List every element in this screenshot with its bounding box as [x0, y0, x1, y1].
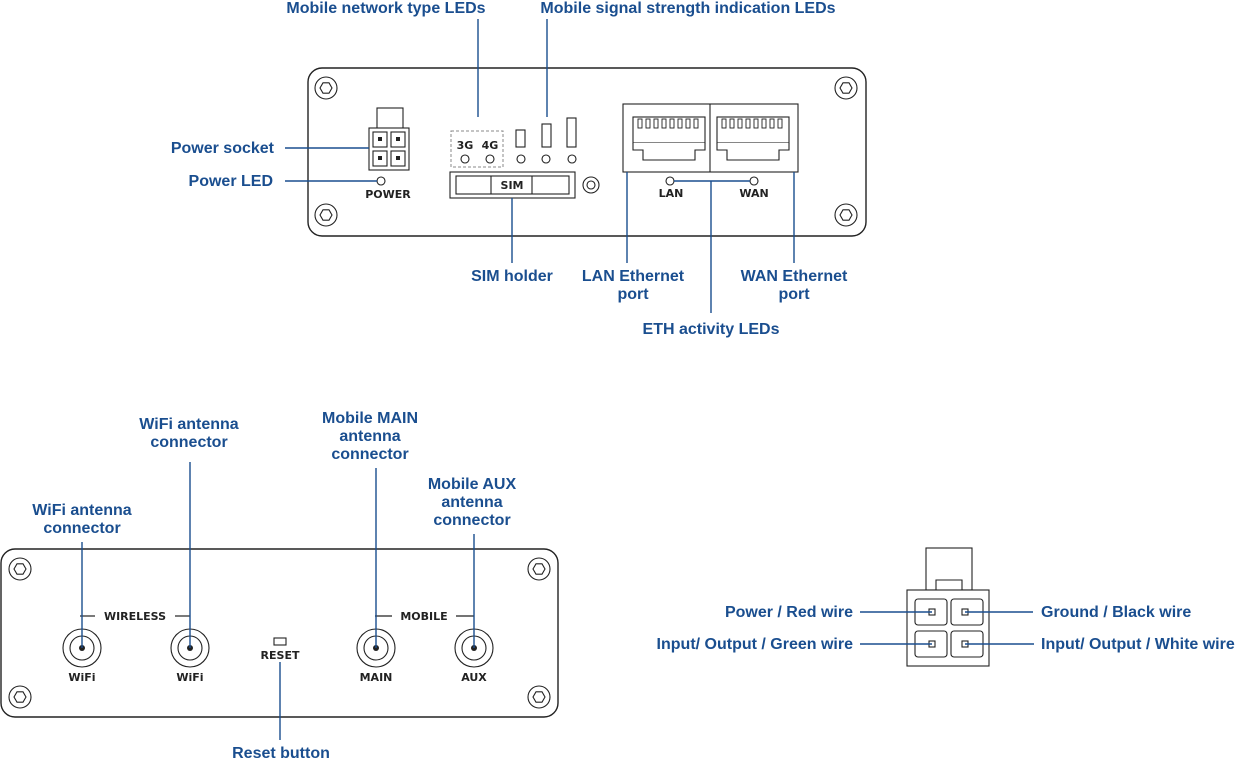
port-pin [769, 118, 775, 129]
callout-lan-port-line1: LAN Ethernet [582, 268, 685, 285]
network-type-led-group [450, 130, 504, 168]
power-socket-icon [368, 107, 410, 171]
front-leader-lines [285, 19, 795, 313]
port-pin [637, 118, 643, 129]
callout-aux-antenna-line3: connector [433, 512, 510, 529]
reset-device-label: RESET [261, 649, 300, 662]
callout-main-antenna-line1: Mobile MAIN [322, 410, 418, 427]
port-pin [661, 118, 667, 129]
port-pin [653, 118, 659, 129]
callout-aux-antenna-line1: Mobile AUX [428, 476, 517, 493]
back-screw-top-right [527, 557, 551, 581]
main-device-label: MAIN [360, 671, 393, 684]
led-3g [460, 154, 470, 164]
aux-device-label: AUX [461, 671, 487, 684]
callout-io-green: Input/ Output / Green wire [657, 636, 854, 653]
mobile-group-label: MOBILE [400, 610, 447, 623]
lan-port-pins [637, 118, 699, 129]
signal-strength-leds [515, 117, 577, 164]
callout-io-white: Input/ Output / White wire [1041, 636, 1235, 653]
port-pin [777, 118, 783, 129]
port-pin [645, 118, 651, 129]
back-screw-bottom-left [8, 685, 32, 709]
wan-device-label: WAN [739, 187, 768, 200]
callout-reset-button: Reset button [232, 745, 330, 759]
power-led [376, 176, 386, 186]
callout-wan-port-line2: port [778, 286, 810, 303]
callout-power-socket: Power socket [171, 140, 275, 157]
callout-power-red: Power / Red wire [725, 604, 853, 621]
wifi-1-device-label: WiFi [68, 671, 95, 684]
led-3g-label: 3G [457, 139, 474, 152]
port-pin [685, 118, 691, 129]
callout-main-antenna-line2: antenna [339, 428, 400, 445]
back-leader-lines [81, 462, 475, 740]
front-panel: POWER 3G 4G SIM [307, 67, 867, 237]
port-pin [677, 118, 683, 129]
callout-eth-leds: ETH activity LEDs [643, 321, 780, 338]
back-screw-top-left [8, 557, 32, 581]
wan-activity-led [749, 176, 759, 186]
ethernet-ports [622, 103, 799, 173]
front-screw-bottom-left [314, 203, 338, 227]
callout-wifi-antenna-2-line1: WiFi antenna [139, 416, 239, 433]
front-screw-top-right [834, 76, 858, 100]
led-4g-label: 4G [482, 139, 499, 152]
port-pin [737, 118, 743, 129]
port-pin [721, 118, 727, 129]
lan-device-label: LAN [659, 187, 684, 200]
callout-wifi-antenna-1-line2: connector [43, 520, 120, 537]
port-pin [669, 118, 675, 129]
connector-latch-inner [935, 579, 963, 590]
callout-signal-leds: Mobile signal strength indication LEDs [540, 0, 835, 17]
connector-leader-lines [860, 611, 1034, 645]
front-screw-top-left [314, 76, 338, 100]
power-connector-detail [906, 547, 990, 667]
callout-power-led: Power LED [189, 173, 273, 190]
sim-device-label: SIM [501, 179, 524, 192]
sim-eject-icon [582, 176, 600, 194]
back-screw-bottom-right [527, 685, 551, 709]
port-pin [729, 118, 735, 129]
port-pin [753, 118, 759, 129]
callout-wifi-antenna-2-line2: connector [150, 434, 227, 451]
callout-main-antenna-line3: connector [331, 446, 408, 463]
callout-wan-port-line1: WAN Ethernet [741, 268, 848, 285]
wan-port-pins [721, 118, 783, 129]
callout-wifi-antenna-1-line1: WiFi antenna [32, 502, 132, 519]
wifi-2-device-label: WiFi [176, 671, 203, 684]
wireless-group-label: WIRELESS [104, 610, 166, 623]
callout-lan-port-line2: port [617, 286, 649, 303]
callout-sim-holder: SIM holder [471, 268, 553, 285]
callout-ground-black: Ground / Black wire [1041, 604, 1191, 621]
lan-activity-led [665, 176, 675, 186]
back-panel: WIRELESS MOBILE WiFi WiFi RESET MAIN AUX [0, 548, 559, 718]
port-pin [761, 118, 767, 129]
led-4g [485, 154, 495, 164]
reset-button-icon [273, 637, 287, 646]
power-device-label: POWER [365, 188, 411, 201]
front-screw-bottom-right [834, 203, 858, 227]
sim-holder [449, 171, 576, 199]
callout-aux-antenna-line2: antenna [441, 494, 502, 511]
port-pin [693, 118, 699, 129]
callout-network-type-leds: Mobile network type LEDs [286, 0, 485, 17]
port-pin [745, 118, 751, 129]
